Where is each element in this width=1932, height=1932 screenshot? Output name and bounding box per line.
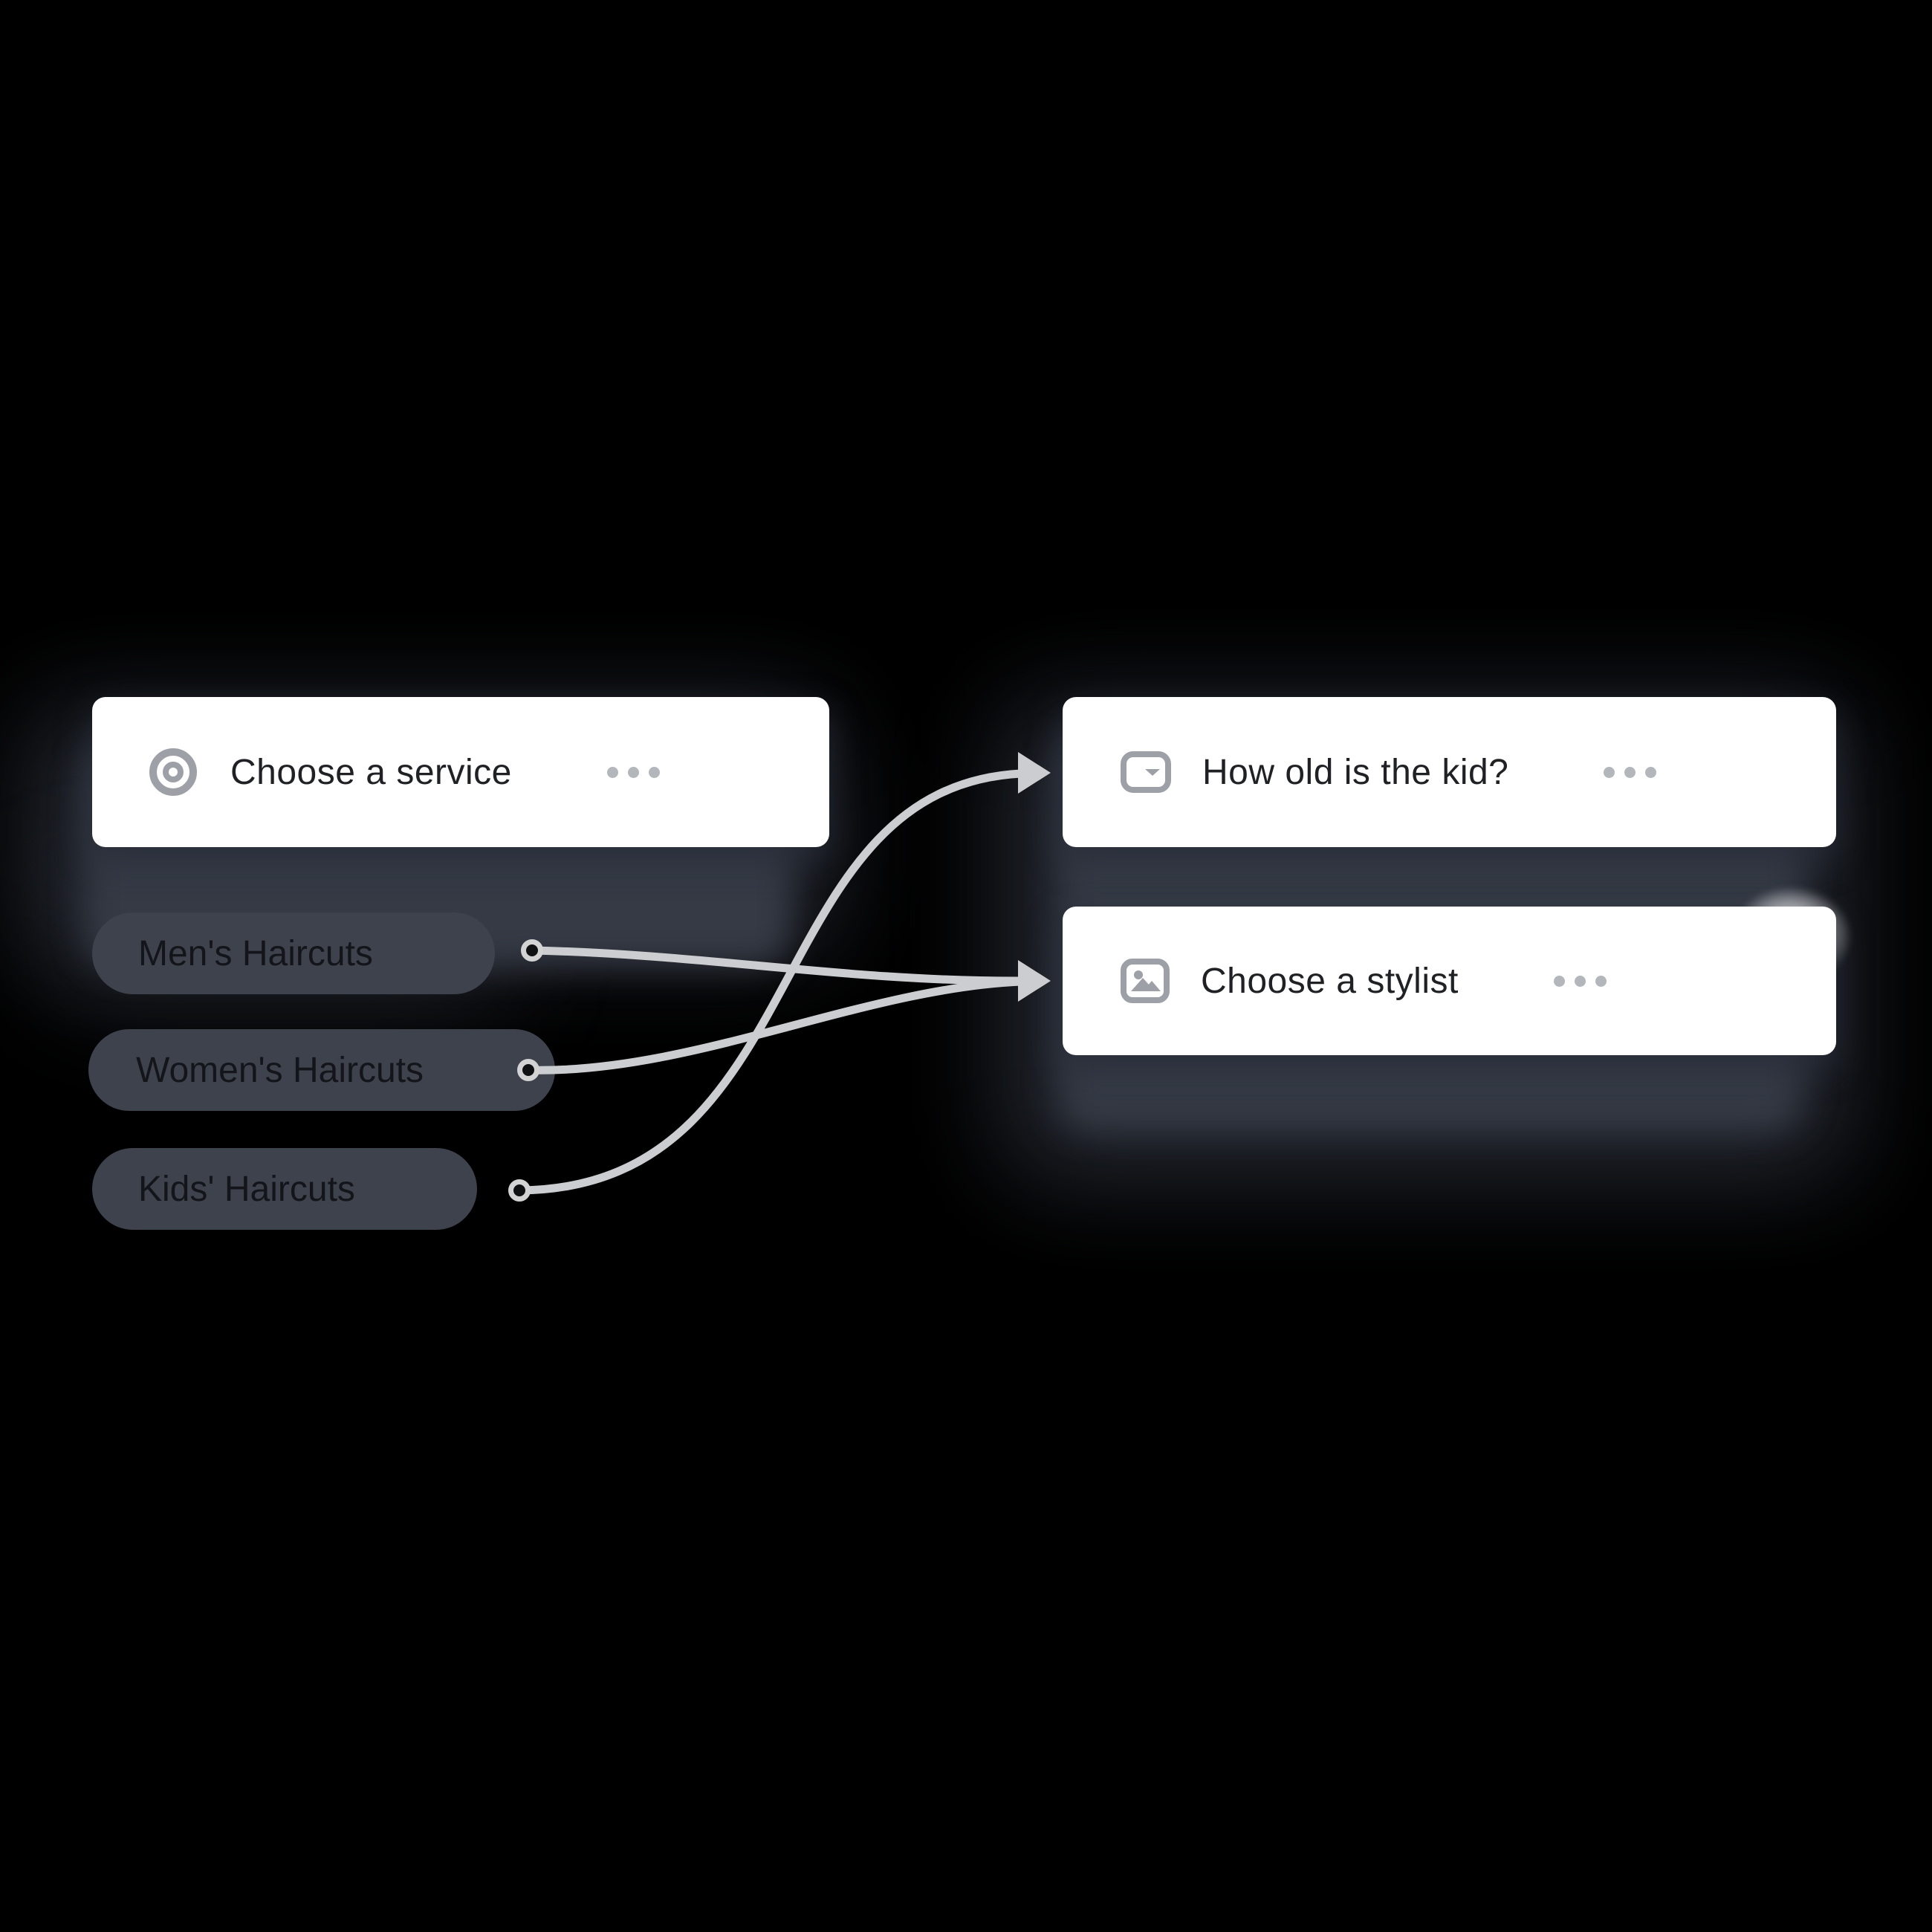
connector-womens-to-stylist	[528, 977, 1022, 1074]
option-label: Women's Haircuts	[136, 1050, 424, 1090]
dropdown-icon	[1121, 751, 1171, 793]
option-pill-mens-haircuts[interactable]: Men's Haircuts	[92, 912, 495, 994]
card-how-old-is-the-kid[interactable]: How old is the kid?	[1063, 697, 1836, 847]
connection-handle-mens[interactable]	[521, 939, 543, 962]
connector-mens-to-stylist	[531, 946, 1022, 985]
card-choose-a-service[interactable]: Choose a service	[92, 697, 829, 847]
connector-kids-to-how-old	[519, 769, 1022, 1195]
connection-handle-womens[interactable]	[517, 1059, 539, 1081]
option-label: Men's Haircuts	[138, 933, 373, 973]
card-title: Choose a service	[230, 752, 512, 792]
option-pill-kids-haircuts[interactable]: Kids' Haircuts	[92, 1148, 477, 1230]
ellipsis-menu-button[interactable]	[1604, 766, 1657, 778]
card-title: Choose a stylist	[1201, 961, 1459, 1001]
ellipsis-menu-button[interactable]	[1553, 975, 1607, 987]
option-label: Kids' Haircuts	[138, 1169, 355, 1209]
arrowhead-how-old	[1018, 752, 1051, 794]
target-icon	[149, 748, 198, 797]
arrowhead-stylist	[1018, 960, 1051, 1002]
option-pill-womens-haircuts[interactable]: Women's Haircuts	[88, 1029, 555, 1111]
ellipsis-menu-button[interactable]	[606, 766, 660, 778]
connection-handle-kids[interactable]	[508, 1179, 531, 1202]
card-choose-a-stylist[interactable]: Choose a stylist	[1063, 907, 1836, 1055]
image-icon	[1121, 959, 1170, 1003]
card-title: How old is the kid?	[1202, 752, 1509, 792]
